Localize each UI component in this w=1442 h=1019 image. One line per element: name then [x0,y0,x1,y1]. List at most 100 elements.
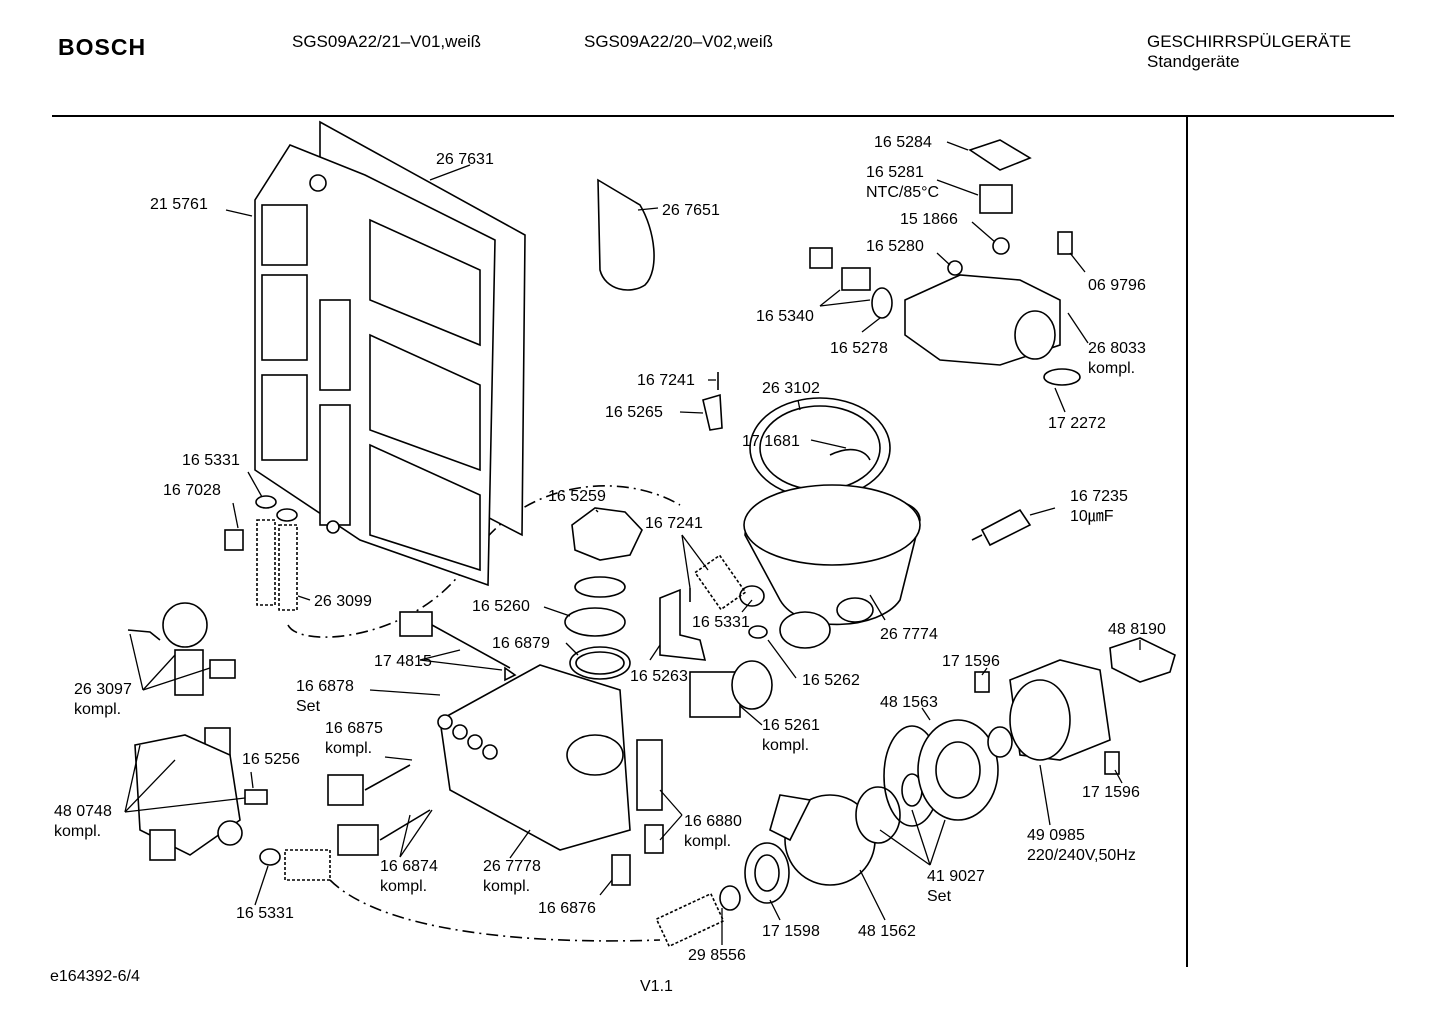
part-label: 16 6874 kompl. [380,857,438,897]
part-label-line: 26 7651 [662,202,720,219]
part-label: 17 1596 [1082,783,1140,803]
dispenser-267778 [437,664,631,851]
part-label-line: 16 6874 [380,858,438,875]
part-label-line: 29 8556 [688,947,746,964]
part-label-line: 16 5263 [630,668,688,685]
hose-route-lower [329,879,661,942]
part-label: 26 7651 [662,201,720,221]
seal-171598 [744,842,790,904]
part-label-line: 16 6875 [325,720,383,737]
part-label-line: 16 5284 [874,134,932,151]
part-label-line: 16 7241 [645,515,703,532]
part-label-line: kompl. [380,878,428,895]
part-label-line: 16 7241 [637,372,695,389]
part-label: 26 7774 [880,625,938,645]
part-label-line: 16 6879 [492,635,550,652]
part-label: 26 3102 [762,379,820,399]
part-label: 16 5262 [802,671,860,691]
category-title: GESCHIRRSPÜLGERÄTE [1147,32,1352,51]
regeneration-valve [127,602,236,696]
part-label: 16 5331 [236,904,294,924]
bracket-488190 [1109,637,1176,683]
part-label-line: 21 5761 [150,196,208,213]
part-label-line: kompl. [1088,360,1136,377]
part-label: 17 4815 [374,652,432,672]
filter-clip [829,448,871,461]
part-label: 16 6875 kompl. [325,719,383,759]
part-label-line: Set [927,888,952,905]
part-label-line: 16 6876 [538,900,596,917]
part-label-line: 26 8033 [1088,340,1146,357]
part-label-line: 16 5256 [242,751,300,768]
valve-165261 [689,660,773,718]
part-label-line: kompl. [762,737,810,754]
part-label: 16 5280 [866,237,924,257]
part-label: 16 6879 [492,634,550,654]
pin-174815 [399,611,517,682]
capacitor [971,508,1032,547]
part-label: 15 1866 [900,210,958,230]
part-label-line: 26 3097 [74,681,132,698]
part-label-line: 16 7235 [1070,488,1128,505]
part-label: 17 2272 [1048,414,1106,434]
part-label: 16 5260 [472,597,530,617]
part-label-line: 15 1866 [900,211,958,228]
part-label: 21 5761 [150,195,208,215]
impeller-419027 [855,786,901,844]
nut-165259 [571,507,643,561]
part-label-line: 41 9027 [927,868,985,885]
clip-165262 [748,625,768,639]
hose-167241 [693,554,747,611]
part-label: 16 7241 [645,514,703,534]
part-label-line: 49 0985 [1027,827,1085,844]
coil-hoses [224,495,298,611]
clip-165265 [702,393,723,431]
part-label: 16 5259 [548,487,606,507]
part-label-line: Set [296,698,321,715]
part-label: 16 5278 [830,339,888,359]
part-label: 16 7241 [637,371,695,391]
part-label: 16 6876 [538,899,596,919]
part-label: 26 7631 [436,150,494,170]
part-label-line: 16 5261 [762,717,820,734]
sump-housing [743,484,921,649]
ring-165331c [259,848,281,866]
part-label: 16 7028 [163,481,221,501]
part-label: 17 1598 [762,922,820,942]
bracket-165263 [659,588,707,661]
category-subtitle: Standgeräte [1147,52,1240,71]
part-label-line: 16 6880 [684,813,742,830]
part-label: 48 1563 [880,693,938,713]
document-id: e164392-6/4 [50,968,140,985]
part-label-line: kompl. [325,740,373,757]
part-label-line: 16 5340 [756,308,814,325]
part-label: 26 3099 [314,592,372,612]
part-label-line: 48 0748 [54,803,112,820]
part-label-line: kompl. [684,833,732,850]
heat-exchanger [254,144,496,587]
part-label-line: 16 5331 [692,614,750,631]
part-label-line: 16 5265 [605,404,663,421]
part-label: 16 5261 kompl. [762,716,820,756]
part-label-line: 26 7774 [880,626,938,643]
part-label-line: 26 7778 [483,858,541,875]
part-label: 06 9796 [1088,276,1146,296]
part-label-line: 16 5331 [236,905,294,922]
brand-logo: BOSCH [58,34,147,60]
hose-298556 [655,892,725,948]
part-label-line: kompl. [54,823,102,840]
valve-166875 [327,764,411,806]
part-label: 17 1681 [742,432,800,452]
part-label-line: 48 1563 [880,694,938,711]
pump-motor [987,659,1111,761]
part-label-line: NTC/85°C [866,184,940,201]
part-label-line: 06 9796 [1088,277,1146,294]
part-label: 16 5263 [630,667,688,687]
part-label: 16 5256 [242,750,300,770]
part-label-line: 17 1681 [742,433,800,450]
part-label-line: 16 5331 [182,452,240,469]
